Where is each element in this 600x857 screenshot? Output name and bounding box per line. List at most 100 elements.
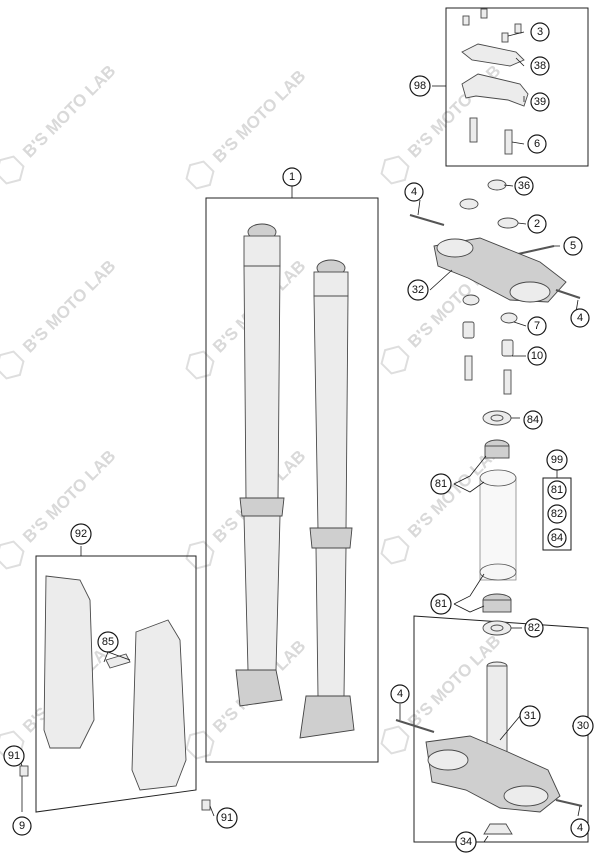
svg-text:10: 10 <box>531 350 543 362</box>
callout-4-upper-left[interactable]: 4 <box>404 182 424 202</box>
callout-2[interactable]: 2 <box>527 214 547 234</box>
callout-7[interactable]: 7 <box>527 316 547 336</box>
fork-lower-tube-icon <box>243 515 281 671</box>
clamp-bolt-icon <box>469 117 478 143</box>
callout-3[interactable]: 3 <box>530 22 550 42</box>
fork-lower-tube-icon <box>315 547 347 697</box>
svg-text:1: 1 <box>289 171 295 183</box>
svg-text:6: 6 <box>534 138 540 150</box>
screw-icon <box>201 799 211 811</box>
svg-text:82: 82 <box>528 622 540 634</box>
fork-upper-tube-icon <box>243 265 281 501</box>
fork-top-icon <box>313 271 349 297</box>
fork-leg-left <box>235 223 285 707</box>
nut-icon <box>487 179 507 191</box>
seal-icon <box>490 624 504 632</box>
lower-handlebar-clamp-icon <box>461 73 529 107</box>
fork-protector-icon <box>131 619 187 791</box>
callout-38[interactable]: 38 <box>530 56 550 76</box>
clamp-bore-icon <box>436 238 474 258</box>
svg-text:34: 34 <box>460 836 472 848</box>
cap-icon <box>500 312 518 324</box>
kit-99-item[interactable]: 84 <box>547 528 567 548</box>
svg-text:B'S MOTO LAB: B'S MOTO LAB <box>209 66 309 166</box>
svg-text:36: 36 <box>518 180 530 192</box>
callout-4-lower-right[interactable]: 4 <box>570 818 590 838</box>
bolt-icon <box>409 214 445 226</box>
svg-text:30: 30 <box>577 720 589 732</box>
callout-4-upper-right[interactable]: 4 <box>570 308 590 328</box>
callout-84[interactable]: 84 <box>523 410 543 430</box>
callout-81-lower[interactable]: 81 <box>430 593 452 615</box>
clamp-bore-icon <box>427 749 469 771</box>
watermark: B'S MOTO LAB <box>0 61 119 185</box>
callout-30[interactable]: 30 <box>572 715 594 737</box>
callout-32[interactable]: 32 <box>407 279 429 301</box>
svg-text:85: 85 <box>102 636 114 648</box>
callout-82[interactable]: 82 <box>524 618 544 638</box>
svg-text:4: 4 <box>411 186 417 198</box>
svg-text:81: 81 <box>551 484 563 496</box>
bolt-icon <box>517 245 555 255</box>
screw-icon <box>480 8 488 19</box>
washer-icon <box>459 198 479 210</box>
callout-1[interactable]: 1 <box>282 167 302 187</box>
callout-81-upper[interactable]: 81 <box>430 473 452 495</box>
svg-text:81: 81 <box>435 478 447 490</box>
svg-text:4: 4 <box>577 312 583 324</box>
clamp-bore-icon <box>503 785 549 807</box>
svg-text:91: 91 <box>8 750 20 762</box>
watermark: B'S MOTO LAB <box>0 256 119 380</box>
upper-triple-clamp-assembly <box>409 179 581 395</box>
axle-clamp-icon <box>299 695 355 739</box>
callout-9[interactable]: 9 <box>12 816 32 836</box>
spacer-icon <box>462 321 475 339</box>
callout-92[interactable]: 92 <box>70 523 92 545</box>
svg-text:4: 4 <box>397 688 403 700</box>
svg-text:38: 38 <box>534 60 546 72</box>
callout-91-right[interactable]: 91 <box>216 807 238 829</box>
callout-98[interactable]: 98 <box>409 75 431 97</box>
fork-seal-icon <box>239 497 285 517</box>
watermark: B'S MOTO LAB <box>0 446 119 570</box>
seal-icon <box>490 414 504 422</box>
callout-34[interactable]: 34 <box>455 831 477 853</box>
screw-icon <box>514 23 522 34</box>
screw-icon <box>19 765 29 777</box>
callout-39[interactable]: 39 <box>530 92 550 112</box>
callout-99[interactable]: 99 <box>546 449 568 471</box>
callout-6[interactable]: 6 <box>527 134 547 154</box>
callout-31[interactable]: 31 <box>519 705 541 727</box>
svg-text:5: 5 <box>570 240 576 252</box>
callout-4-lower-left[interactable]: 4 <box>390 684 410 704</box>
lower-triple-clamp-assembly <box>395 661 583 835</box>
callout-5[interactable]: 5 <box>563 236 583 256</box>
steering-bearing-assembly <box>479 410 517 636</box>
bearing-icon <box>482 599 512 613</box>
callout-36[interactable]: 36 <box>514 176 534 196</box>
bolt-icon <box>555 799 583 807</box>
kit-99-group: 99 81 82 84 <box>542 449 572 551</box>
screw-icon <box>462 15 470 26</box>
callout-85[interactable]: 85 <box>97 631 119 653</box>
bolt-icon <box>555 289 581 299</box>
svg-text:84: 84 <box>551 532 563 544</box>
clamp-bolt-icon <box>504 129 513 155</box>
fork-top-icon <box>243 235 281 267</box>
screw-icon <box>464 355 473 381</box>
svg-text:2: 2 <box>534 218 540 230</box>
svg-text:32: 32 <box>412 284 424 296</box>
bolt-icon <box>395 719 435 733</box>
kit-99-item[interactable]: 81 <box>547 480 567 500</box>
kit-99-items: 81 82 84 <box>542 477 572 551</box>
callout-91-left[interactable]: 91 <box>3 745 25 767</box>
svg-text:84: 84 <box>527 414 539 426</box>
kit-98-frame <box>445 7 589 167</box>
callout-10[interactable]: 10 <box>527 346 547 366</box>
svg-text:3: 3 <box>537 26 543 38</box>
clamp-bore-icon <box>509 281 551 303</box>
fork-protector-icon <box>43 575 95 749</box>
fork-upper-tube-icon <box>313 295 349 531</box>
kit-99-item[interactable]: 82 <box>547 504 567 524</box>
svg-text:9: 9 <box>19 820 25 832</box>
